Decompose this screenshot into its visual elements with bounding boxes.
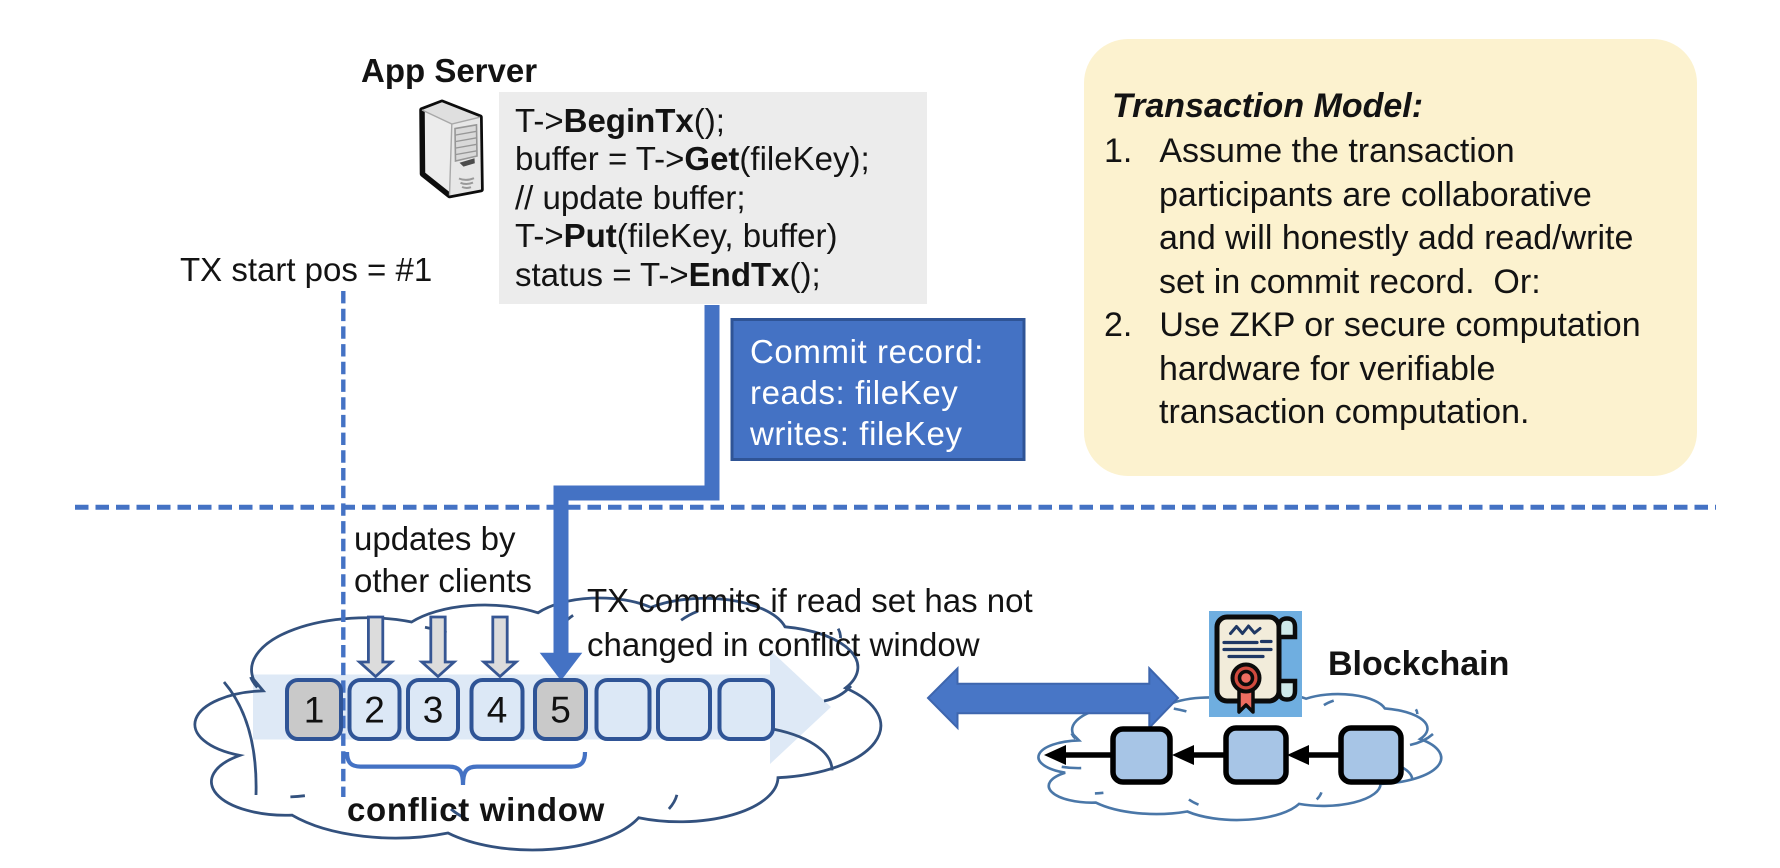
svg-text:2: 2 — [364, 690, 385, 731]
svg-text:3: 3 — [423, 690, 444, 731]
svg-text:4: 4 — [487, 690, 508, 731]
svg-text:5: 5 — [550, 690, 571, 731]
svg-text:1: 1 — [304, 690, 325, 731]
